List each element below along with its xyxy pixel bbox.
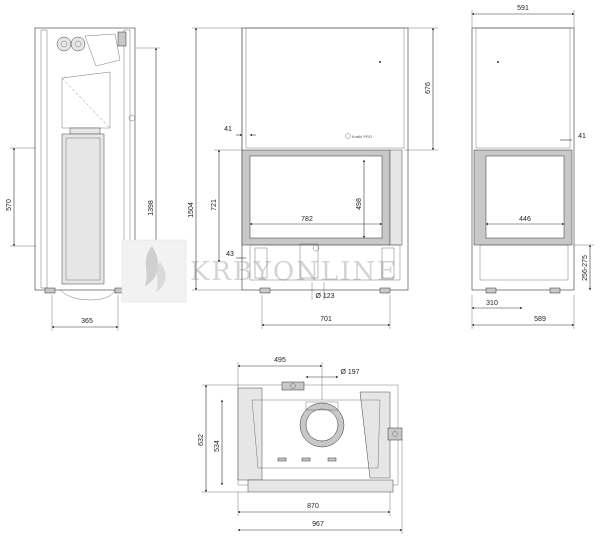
side-view-body bbox=[34, 27, 136, 291]
flame-logo-icon bbox=[145, 246, 159, 286]
dim-782: 782 bbox=[301, 216, 313, 223]
dim-446: 446 bbox=[519, 216, 531, 223]
watermark: KRBYONLINE bbox=[121, 239, 398, 303]
front-upper-casing bbox=[245, 27, 405, 149]
side-view: 570 1398 365 bbox=[6, 27, 160, 331]
front-foot-right bbox=[379, 287, 391, 294]
top-firebox bbox=[251, 399, 381, 469]
dim-870: 870 bbox=[307, 503, 319, 510]
top-view: 495 Ø 197 632 534 870 967 bbox=[198, 357, 403, 534]
dim-721: 721 bbox=[211, 199, 218, 211]
dim-41-front: 41 bbox=[224, 126, 232, 133]
dim-flue-123: Ø 123 bbox=[315, 293, 334, 300]
dim-41-right: 41 bbox=[578, 133, 586, 140]
dim-676: 676 bbox=[425, 82, 432, 94]
front-glass bbox=[249, 155, 383, 239]
right-view: 591 41 446 256-275 310 589 bbox=[471, 5, 594, 329]
dim-498: 498 bbox=[356, 198, 363, 210]
front-view: Kratki PRO 1504 721 41 43 676 bbox=[188, 27, 438, 329]
top-handle-right bbox=[387, 427, 403, 441]
front-ash-door bbox=[299, 243, 319, 279]
dim-256-275: 256-275 bbox=[582, 255, 589, 281]
dim-701: 701 bbox=[320, 316, 332, 323]
dim-1398: 1398 bbox=[148, 200, 155, 216]
dim-flue-197: Ø 197 bbox=[340, 369, 359, 376]
watermark-text: KRBYONLINE bbox=[190, 257, 398, 287]
dim-1504: 1504 bbox=[188, 202, 195, 218]
dim-495: 495 bbox=[274, 357, 286, 364]
front-foot-left bbox=[259, 287, 271, 294]
dim-570: 570 bbox=[6, 199, 13, 211]
right-glass bbox=[485, 155, 565, 239]
dim-589: 589 bbox=[534, 316, 546, 323]
dim-967: 967 bbox=[312, 521, 324, 528]
top-pulley-left bbox=[56, 36, 72, 52]
side-view-glass bbox=[61, 133, 105, 285]
top-left-wall bbox=[237, 387, 263, 481]
brand-logo-icon bbox=[345, 133, 351, 139]
dim-591: 591 bbox=[517, 5, 529, 12]
dim-43: 43 bbox=[226, 251, 234, 258]
product-mark: Kratki PRO bbox=[352, 134, 372, 139]
top-pulley-right bbox=[70, 36, 86, 52]
dim-310: 310 bbox=[486, 300, 498, 307]
dim-365: 365 bbox=[81, 318, 93, 325]
top-handle-left bbox=[281, 381, 305, 391]
dim-632: 632 bbox=[198, 434, 205, 446]
side-foot-left bbox=[44, 287, 56, 294]
dim-534: 534 bbox=[214, 440, 221, 452]
